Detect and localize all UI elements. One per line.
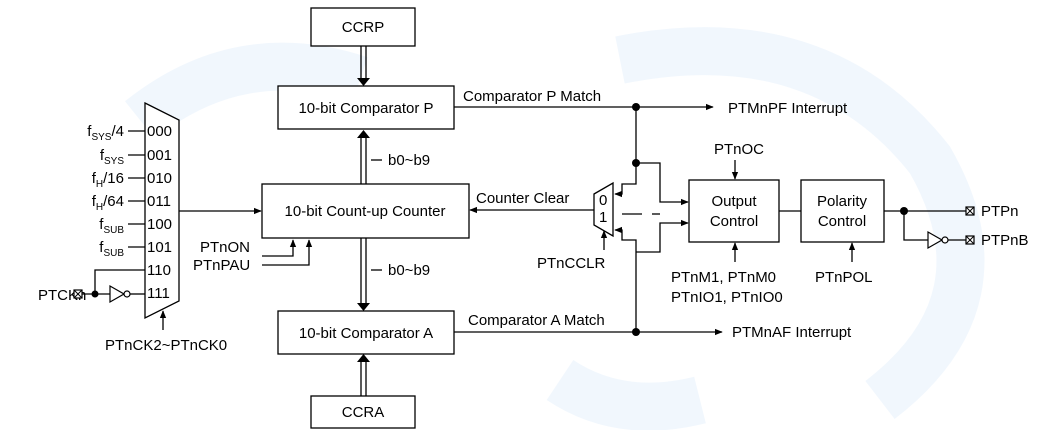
mux-code-111: 111 [147, 285, 170, 302]
mux-source-fsub: fSUB [99, 216, 124, 236]
mux-code-001: 001 [147, 147, 172, 164]
ptnon-label: PTnON [200, 239, 250, 256]
ccra-register [310, 395, 416, 429]
bus-counter-to-comparator-p [357, 130, 370, 184]
ptckn-pin-icon [73, 289, 83, 299]
ptpnb-pin-icon [965, 235, 975, 245]
polarity-control-label-2: Control [818, 213, 866, 230]
ccra-label: CCRA [342, 404, 385, 421]
ptckn-wiring [82, 269, 145, 304]
mux-input-labels: 000 fSYS/4 001 fSYS 010 fH/16 011 fH/64 … [87, 123, 172, 302]
watermark [125, 27, 985, 430]
comparator-p [277, 85, 455, 130]
ptnon-wire [262, 239, 297, 257]
ptnio-label: PTnIO1, PTnIO0 [671, 289, 783, 306]
mux-source-fsub-2: fSUB [99, 239, 124, 259]
mux-input-100: 100 fSUB [99, 216, 172, 236]
ptmnpf-label: PTMnPF Interrupt [728, 100, 848, 117]
bus-counter-to-comparator-a [357, 238, 370, 311]
clr-mux-in0: 0 [599, 192, 607, 209]
clr-mux-in1: 1 [599, 209, 607, 226]
counter-label: 10-bit Count-up Counter [285, 203, 446, 220]
mux-code-010: 010 [147, 170, 172, 187]
ptnoc-label: PTnOC [714, 141, 764, 158]
output-control-label-2: Control [710, 213, 758, 230]
mux-input-wires [128, 130, 145, 248]
comparator-a [277, 310, 455, 355]
bus-ccra-to-comparator-a [357, 354, 370, 396]
ptnm-label: PTnM1, PTnM0 [671, 269, 776, 286]
mux-code-011: 011 [147, 193, 171, 210]
mux-code-101: 101 [147, 239, 172, 256]
comparator-p-label: 10-bit Comparator P [298, 100, 433, 117]
cmp-p-match-label: Comparator P Match [463, 88, 601, 105]
bus-bottom-label: b0~b9 [388, 262, 430, 279]
output-control-label-1: Output [711, 193, 757, 210]
mux-input-010: 010 fH/16 [92, 170, 172, 190]
cmp-a-match-label: Comparator A Match [468, 312, 605, 329]
ptpn-label: PTPn [981, 203, 1019, 220]
counter-clear-label: Counter Clear [476, 190, 569, 207]
mux-input-000: 000 fSYS/4 [87, 123, 172, 143]
mux-code-000: 000 [147, 123, 172, 140]
bus-top-label: b0~b9 [388, 152, 430, 169]
ptnpau-wire [262, 239, 313, 266]
mux-source-fh64: fH/64 [92, 193, 124, 213]
counter-clear-mux [593, 181, 614, 238]
clock-select-mux [144, 101, 180, 320]
ccrp-label: CCRP [342, 19, 385, 36]
polarity-control [800, 179, 885, 243]
mux-source-fh16: fH/16 [92, 170, 124, 190]
ptmnaf-label: PTMnAF Interrupt [732, 324, 852, 341]
ptnck-label: PTnCK2~PTnCK0 [105, 337, 227, 354]
output-control [688, 179, 780, 243]
mux-source-fsys4: fSYS/4 [87, 123, 124, 143]
count-up-counter [261, 183, 470, 239]
mux-input-101: 101 fSUB [99, 239, 172, 259]
ptpn-pin-icon [965, 206, 975, 216]
inverter-icon [109, 284, 126, 304]
mux-source-fsys: fSYS [100, 147, 125, 167]
mux-input-001: 001 fSYS [100, 147, 172, 167]
ccrp-register [310, 7, 416, 47]
comparator-a-label: 10-bit Comparator A [299, 325, 433, 342]
ptpnb-label: PTPnB [981, 232, 1029, 249]
mux-input-011: 011 fH/64 [92, 193, 171, 213]
mux-code-110: 110 [147, 262, 171, 279]
ptncclr-label: PTnCCLR [537, 255, 606, 272]
mux-code-100: 100 [147, 216, 172, 233]
polarity-control-label-1: Polarity [817, 193, 868, 210]
ptnpol-label: PTnPOL [815, 269, 873, 286]
ptnpau-label: PTnPAU [193, 257, 250, 274]
bus-ccrp-to-comparator-p [357, 46, 370, 86]
output-inverter-icon [927, 230, 944, 250]
